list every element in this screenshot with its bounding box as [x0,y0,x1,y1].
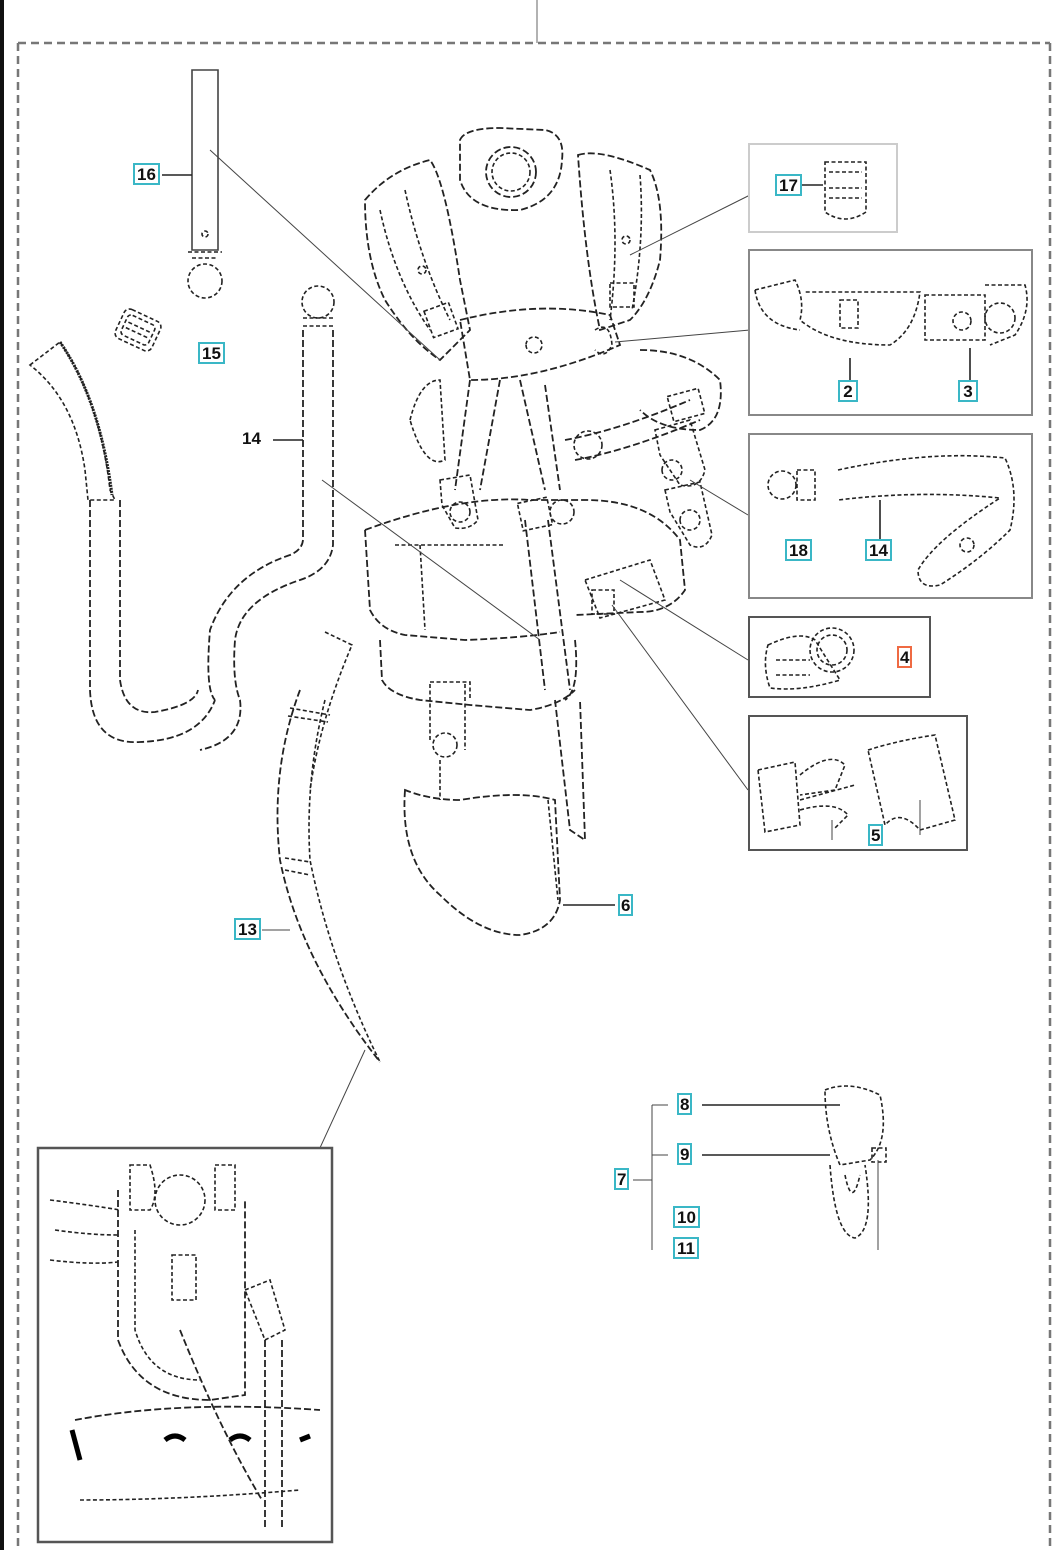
callout-14-boxed[interactable]: 14 [865,539,892,561]
slide-buckle-drawing [114,308,162,352]
callout-4[interactable]: 4 [897,646,913,668]
harness-vest-drawing [364,127,722,936]
quick-release-buckle-detail-box [748,715,968,851]
callout-11[interactable]: 11 [673,1237,699,1259]
strap-clip-detail-box [748,143,898,233]
callout-18[interactable]: 18 [785,539,812,561]
hip-pad-strap-drawing [28,340,216,743]
callout-9[interactable]: 9 [677,1143,693,1165]
callout-17[interactable]: 17 [775,174,802,196]
dashed-group-frame [16,41,1052,1550]
callout-6[interactable]: 6 [618,894,634,916]
callout-10[interactable]: 10 [673,1206,700,1228]
quick-release-hook-drawing [633,1085,887,1250]
strap-detail-box [748,433,1033,599]
leader-lines [162,149,751,1301]
strap-with-loop-drawing [276,631,381,1063]
extension-strap-drawing [187,69,223,299]
callout-14-plain[interactable]: 14 [242,429,261,448]
callout-7[interactable]: 7 [614,1168,630,1190]
callout-8[interactable]: 8 [677,1093,693,1115]
callout-5[interactable]: 5 [868,824,884,846]
callout-15[interactable]: 15 [198,342,225,364]
hip-buckle-detail-box [748,249,1033,416]
belt-strap-drawing [199,285,335,751]
callout-16[interactable]: 16 [133,163,160,185]
hip-pad-detail-inset [36,1146,334,1544]
callout-13[interactable]: 13 [234,918,261,940]
left-edge-bar [0,0,4,1550]
callout-3[interactable]: 3 [958,380,978,402]
callout-2[interactable]: 2 [838,380,858,402]
